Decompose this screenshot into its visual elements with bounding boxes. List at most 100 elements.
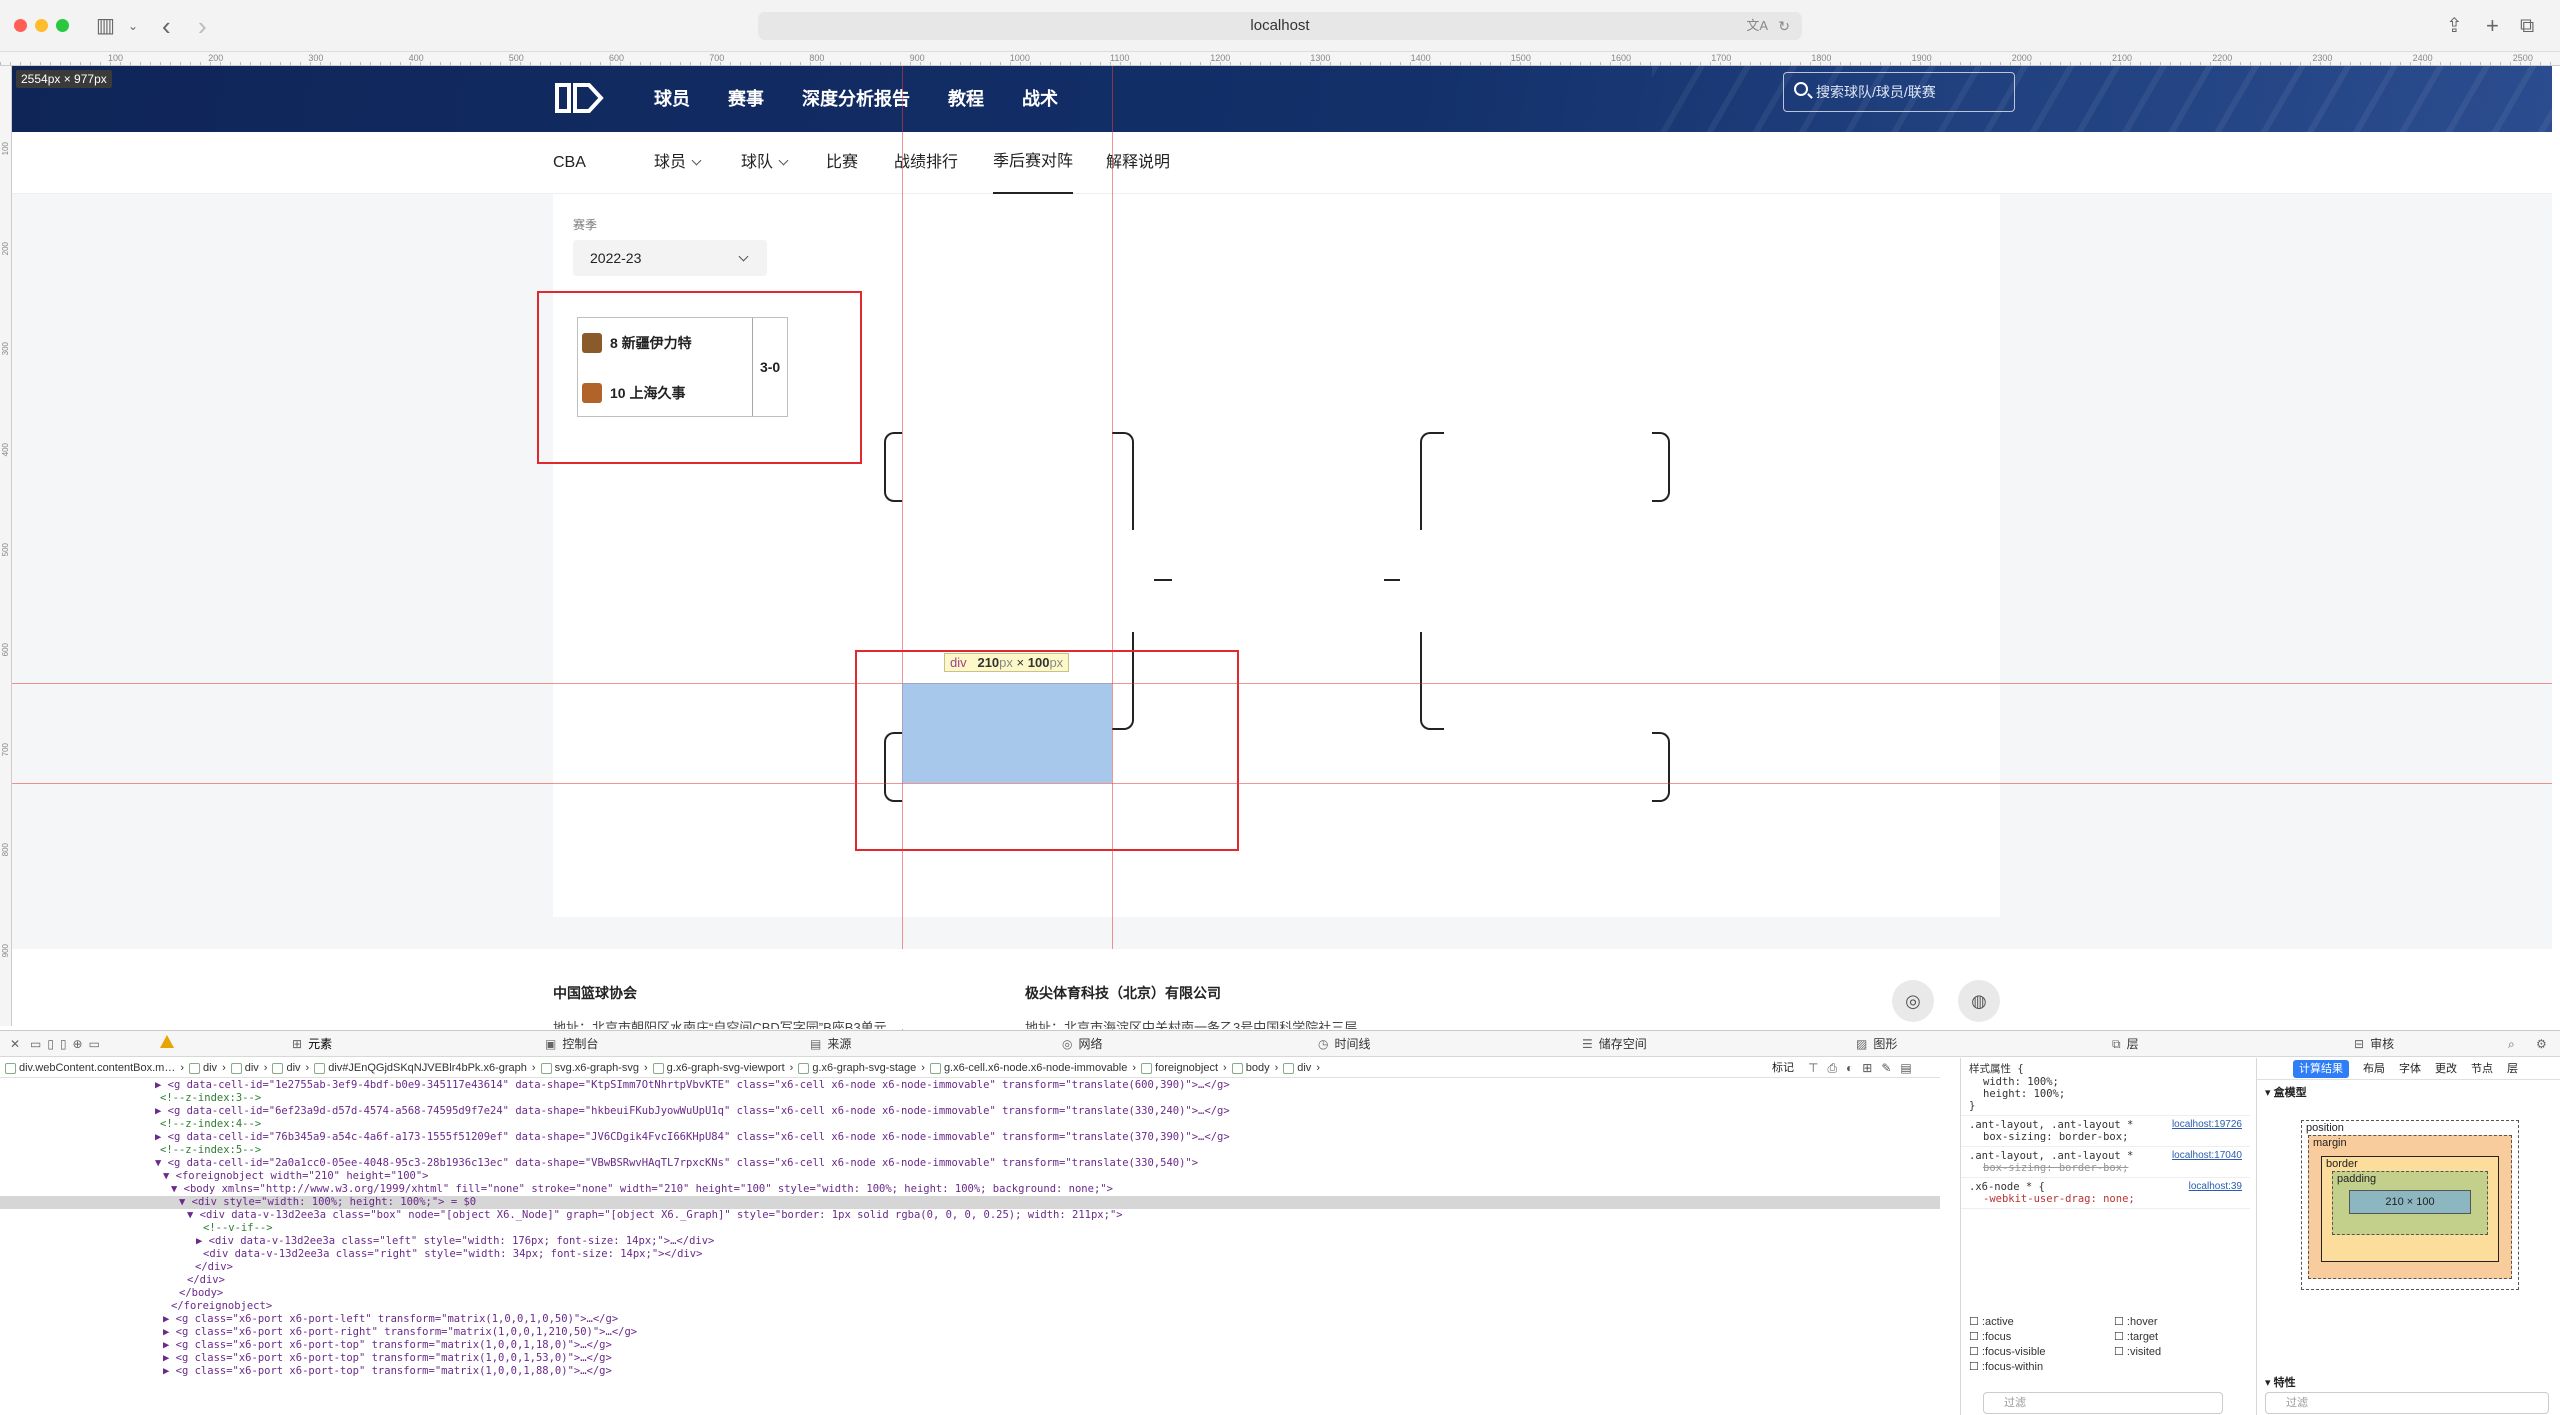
tab-fonts[interactable]: 字体 — [2399, 1063, 2421, 1075]
style-rule[interactable]: localhost:17040 .ant-layout, .ant-layout… — [1961, 1147, 2250, 1178]
subnav-playoffs[interactable]: 季后赛对阵 — [993, 132, 1074, 194]
breadcrumb-item[interactable]: foreignobject — [1141, 1062, 1218, 1074]
dock-layout-icons[interactable]: ▭▯▯⊕▭ — [30, 1037, 106, 1051]
breadcrumb-item[interactable]: g.x6-graph-svg-viewport — [652, 1062, 785, 1074]
weibo-icon[interactable]: ◎ — [1892, 980, 1934, 1022]
pseudo-target[interactable]: ☐ :target — [2114, 1331, 2159, 1343]
breadcrumb-item[interactable]: div — [230, 1062, 259, 1074]
computed-filter-input[interactable]: 过滤 — [2265, 1392, 2549, 1414]
style-rule-attributes[interactable]: 样式属性 { width: 100%; height: 100%; } — [1961, 1058, 2250, 1116]
minimize-window-button[interactable] — [35, 19, 48, 32]
style-prop[interactable]: height: 100%; — [1983, 1088, 2066, 1100]
nav-reports[interactable]: 深度分析报告 — [802, 89, 910, 109]
dom-node-row[interactable]: <!--z-index:3--> — [0, 1092, 1940, 1105]
nav-tactics[interactable]: 战术 — [1022, 89, 1058, 109]
breadcrumb-item[interactable]: div — [189, 1062, 217, 1074]
tab-changes[interactable]: 更改 — [2435, 1063, 2457, 1075]
dom-node-row[interactable]: ▼ <body xmlns="http://www.w3.org/1999/xh… — [0, 1183, 1940, 1196]
dom-node-row[interactable]: ▶ <g data-cell-id="1e2755ab-3ef9-4bdf-b0… — [0, 1079, 1940, 1092]
subnav-league[interactable]: CBA — [553, 154, 586, 171]
style-prop[interactable]: width: 100%; — [1983, 1076, 2059, 1088]
style-prop[interactable]: box-sizing: border-box; — [1983, 1131, 2129, 1143]
site-search[interactable] — [1783, 72, 2015, 112]
pseudo-visited[interactable]: ☐ :visited — [2114, 1346, 2162, 1358]
tab-node[interactable]: 节点 — [2471, 1063, 2493, 1075]
nav-tutorials[interactable]: 教程 — [948, 89, 984, 109]
style-prop-overridden[interactable]: box-sizing: border-box; — [1983, 1162, 2129, 1174]
tab-sources[interactable]: ▤来源 — [810, 1031, 851, 1057]
address-bar[interactable]: localhost 文A ↻ — [758, 12, 1802, 40]
dom-node-row[interactable]: <div data-v-13d2ee3a class="right" style… — [0, 1248, 1940, 1261]
dom-node-row[interactable]: <!--v-if--> — [0, 1222, 1940, 1235]
search-input[interactable] — [1816, 73, 2008, 111]
forward-button[interactable]: › — [198, 11, 207, 41]
reload-icon[interactable]: ↻ — [1778, 18, 1790, 34]
subnav-matches[interactable]: 比赛 — [826, 154, 859, 171]
tab-layers[interactable]: ⧉层 — [2112, 1031, 2139, 1057]
dom-node-row[interactable]: </foreignobject> — [0, 1300, 1940, 1313]
wechat-icon[interactable]: ◍ — [1958, 980, 2000, 1022]
dom-node-row[interactable]: ▶ <g class="x6-port x6-port-right" trans… — [0, 1326, 1940, 1339]
sidebar-toggle-icon[interactable]: ▥ — [96, 15, 115, 37]
breadcrumb-item[interactable]: g.x6-cell.x6-node.x6-node-immovable — [929, 1062, 1127, 1074]
nav-players[interactable]: 球员 — [654, 89, 690, 109]
breadcrumb-item[interactable]: div — [1283, 1062, 1311, 1074]
tab-elements[interactable]: ⊞元素 — [292, 1031, 332, 1057]
traits-heading[interactable]: ▾ 特性 — [2265, 1377, 2296, 1389]
tab-layout[interactable]: 布局 — [2363, 1063, 2385, 1075]
dom-node-row[interactable]: ▼ <foreignobject width="210" height="100… — [0, 1170, 1940, 1183]
tab-overview-icon[interactable]: ⧉ — [2520, 15, 2535, 37]
tab-timeline[interactable]: ◷时间线 — [1318, 1031, 1371, 1057]
season-select[interactable]: 2022-23 — [573, 240, 767, 276]
search-icon[interactable]: ⌕ — [2508, 1037, 2515, 1051]
dom-node-row[interactable]: ▶ <g class="x6-port x6-port-top" transfo… — [0, 1365, 1940, 1378]
style-source-link[interactable]: localhost:19726 — [2171, 1119, 2242, 1130]
nav-events[interactable]: 赛事 — [728, 89, 764, 109]
dom-node-row[interactable]: <!--z-index:5--> — [0, 1144, 1940, 1157]
breadcrumb-item[interactable]: div — [272, 1062, 301, 1074]
subnav-players-dropdown[interactable]: 球员 — [654, 132, 702, 194]
dom-node-row[interactable]: ▶ <div data-v-13d2ee3a class="left" styl… — [0, 1235, 1940, 1248]
dom-node-row[interactable]: </div> — [0, 1261, 1940, 1274]
subnav-teams-dropdown[interactable]: 球队 — [741, 132, 789, 194]
settings-gear-icon[interactable]: ⚙ — [2536, 1037, 2547, 1051]
tab-layer[interactable]: 层 — [2507, 1063, 2518, 1075]
warning-icon[interactable] — [160, 1035, 174, 1048]
subnav-explain[interactable]: 解释说明 — [1106, 154, 1171, 171]
dom-node-row[interactable]: </body> — [0, 1287, 1940, 1300]
tab-storage[interactable]: ☰储存空间 — [1582, 1031, 1647, 1057]
breadcrumb-item[interactable]: svg.x6-graph-svg — [540, 1062, 639, 1074]
pseudo-active[interactable]: ☐ :active — [1969, 1316, 2014, 1328]
style-rule[interactable]: localhost:39 .x6-node * { -webkit-user-d… — [1961, 1178, 2250, 1209]
breadcrumb-item[interactable]: g.x6-graph-svg-stage — [798, 1062, 916, 1074]
tab-graphics[interactable]: ▨图形 — [1856, 1031, 1897, 1057]
dom-node-row[interactable]: </div> — [0, 1274, 1940, 1287]
pseudo-focus-within[interactable]: ☐ :focus-within — [1969, 1361, 2044, 1373]
style-source-link[interactable]: localhost:39 — [2188, 1181, 2242, 1192]
tab-group-chevron-icon[interactable]: ⌄ — [128, 19, 139, 33]
tab-computed[interactable]: 计算结果 — [2293, 1060, 2349, 1078]
dom-node-row[interactable]: ▶ <g data-cell-id="76b345a9-a54c-4a6f-a1… — [0, 1131, 1940, 1144]
style-prop[interactable]: -webkit-user-drag: none; — [1983, 1193, 2135, 1205]
close-window-button[interactable] — [14, 19, 27, 32]
dom-node-row[interactable]: ▼ <div data-v-13d2ee3a class="box" node=… — [0, 1209, 1940, 1222]
breadcrumb-item[interactable]: body — [1231, 1062, 1270, 1074]
dom-node-row[interactable]: ▼ <div style="width: 100%; height: 100%;… — [0, 1196, 1940, 1209]
breadcrumb-item[interactable]: div.webContent.contentBox.m… — [5, 1062, 175, 1074]
style-rule[interactable]: localhost:19726 .ant-layout, .ant-layout… — [1961, 1116, 2250, 1147]
back-button[interactable]: ‹ — [162, 11, 171, 41]
site-logo[interactable] — [555, 81, 607, 115]
dom-node-row[interactable]: ▶ <g class="x6-port x6-port-top" transfo… — [0, 1339, 1940, 1352]
styles-filter-input[interactable]: 过滤 — [1983, 1392, 2223, 1414]
box-model-heading[interactable]: ▾ 盒模型 — [2265, 1087, 2307, 1099]
translate-icon[interactable]: 文A — [1746, 18, 1768, 33]
tab-network[interactable]: ◎网络 — [1062, 1031, 1103, 1057]
pseudo-focus[interactable]: ☐ :focus — [1969, 1331, 2012, 1343]
dom-node-row[interactable]: ▶ <g data-cell-id="6ef23a9d-d57d-4574-a5… — [0, 1105, 1940, 1118]
share-icon[interactable]: ⇪ — [2446, 15, 2463, 37]
pseudo-focus-visible[interactable]: ☐ :focus-visible — [1969, 1346, 2046, 1358]
pseudo-hover[interactable]: ☐ :hover — [2114, 1316, 2158, 1328]
series-node[interactable]: 8 新疆伊力特 10 上海久事 3-0 — [577, 317, 788, 417]
style-source-link[interactable]: localhost:17040 — [2171, 1150, 2242, 1161]
dom-node-row[interactable]: <!--z-index:4--> — [0, 1118, 1940, 1131]
